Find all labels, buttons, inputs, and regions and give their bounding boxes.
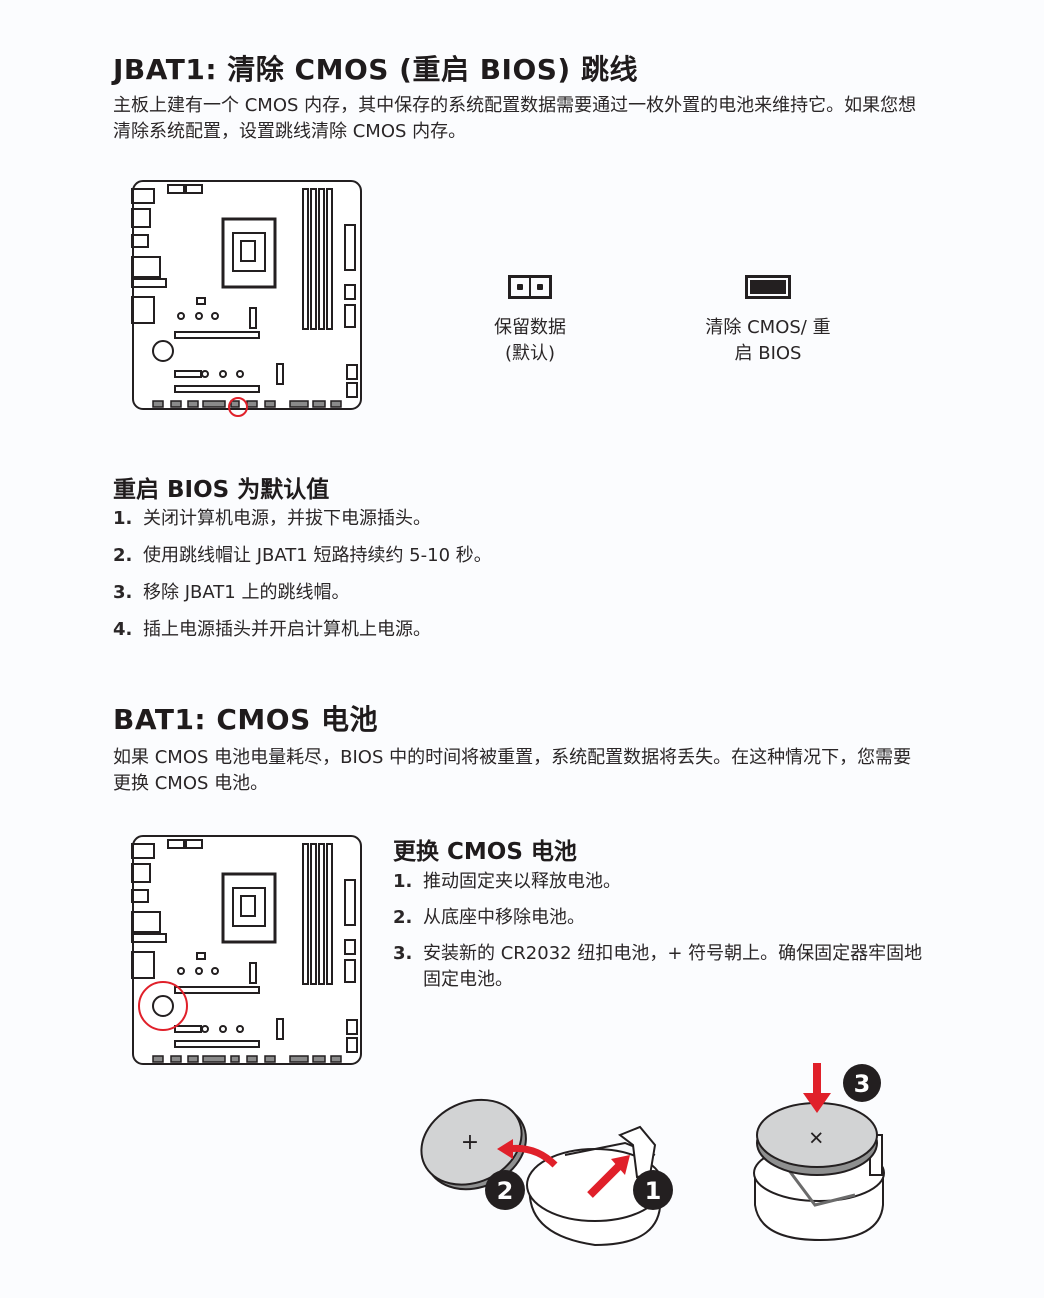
jbat1-title: JBAT1: 清除 CMOS (重启 BIOS) 跳线	[113, 53, 638, 86]
jumper-state-label: 清除 CMOS/ 重	[705, 317, 831, 338]
replace-battery-steps: 1.推动固定夹以释放电池。 2.从底座中移除电池。 3.安装新的 CR2032 …	[393, 869, 933, 993]
step-item: 2.从底座中移除电池。	[393, 907, 585, 928]
jumper-state-label: 启 BIOS	[734, 343, 802, 364]
step-item: 2.使用跳线帽让 JBAT1 短路持续约 5-10 秒。	[113, 545, 492, 566]
jumper-state-keep-data: 保留数据 (默认)	[470, 275, 590, 367]
jumper-closed-icon	[745, 275, 791, 299]
battery-removal-illustration: + 2 1	[415, 1085, 685, 1260]
motherboard-diagram-jbat1	[125, 175, 370, 420]
step-item: 3.移除 JBAT1 上的跳线帽。	[113, 582, 350, 603]
replace-battery-title: 更换 CMOS 电池	[393, 839, 577, 865]
battery-plus-symbol: +	[461, 1130, 479, 1155]
jumper-state-clear-cmos: 清除 CMOS/ 重 启 BIOS	[688, 275, 848, 367]
svg-text:3: 3	[854, 1070, 871, 1098]
arrow-down-icon	[813, 1063, 821, 1095]
bat1-highlight-circle	[138, 981, 188, 1031]
jumper-open-icon	[508, 275, 552, 299]
svg-text:1: 1	[645, 1177, 662, 1205]
svg-text:2: 2	[497, 1177, 514, 1205]
callout-3-badge	[843, 1064, 881, 1102]
step-item: 1.关闭计算机电源，并拔下电源插头。	[113, 508, 431, 529]
jbat1-description: 主板上建有一个 CMOS 内存，其中保存的系统配置数据需要通过一枚外置的电池来维…	[113, 95, 917, 142]
jumper-state-label: (默认)	[504, 343, 556, 364]
callout-2-badge	[485, 1170, 525, 1210]
bat1-description: 如果 CMOS 电池电量耗尽，BIOS 中的时间将被重置，系统配置数据将丢失。在…	[113, 747, 912, 794]
motherboard-icon	[131, 180, 362, 417]
motherboard-icon	[131, 835, 362, 1065]
step-item: 4.插上电源插头并开启计算机上电源。	[113, 619, 431, 640]
step-item: 3.安装新的 CR2032 纽扣电池，+ 符号朝上。确保固定器牢固地固定电池。	[393, 943, 923, 990]
bat1-title: BAT1: CMOS 电池	[113, 703, 378, 736]
battery-install-illustration: + 3	[745, 1055, 895, 1245]
reset-bios-title: 重启 BIOS 为默认值	[113, 477, 330, 503]
motherboard-diagram-bat1	[125, 830, 370, 1075]
jbat1-highlight-circle	[228, 397, 248, 417]
reset-bios-steps: 1.关闭计算机电源，并拔下电源插头。 2.使用跳线帽让 JBAT1 短路持续约 …	[113, 506, 713, 643]
jumper-state-label: 保留数据	[494, 317, 566, 338]
step-item: 1.推动固定夹以释放电池。	[393, 871, 621, 892]
callout-1-badge	[633, 1170, 673, 1210]
